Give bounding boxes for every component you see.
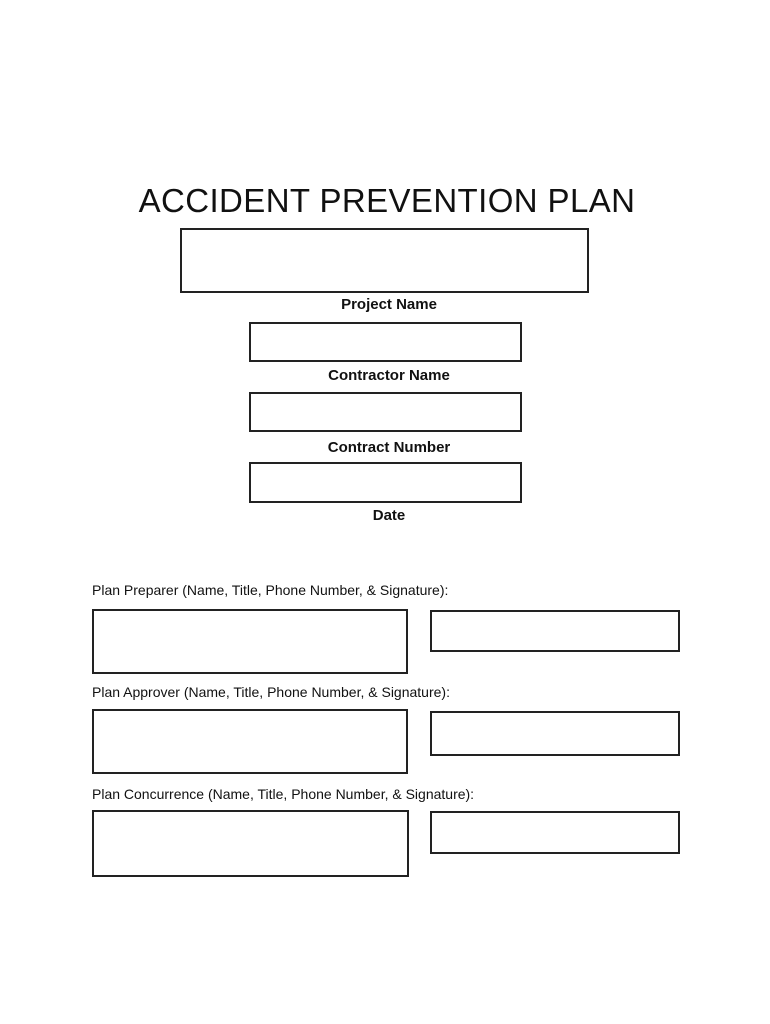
project-name-label: Project Name <box>341 296 437 313</box>
date-input[interactable] <box>249 462 522 503</box>
contract-number-input[interactable] <box>249 392 522 432</box>
plan-approver-signature-box[interactable] <box>430 711 680 756</box>
plan-concurrence-info-box[interactable] <box>92 810 409 877</box>
date-label: Date <box>372 507 406 524</box>
plan-approver-info-box[interactable] <box>92 709 408 774</box>
contractor-name-label: Contractor Name <box>328 367 450 384</box>
plan-preparer-label: Plan Preparer (Name, Title, Phone Number… <box>92 582 449 598</box>
project-name-input[interactable] <box>180 228 589 293</box>
plan-concurrence-label: Plan Concurrence (Name, Title, Phone Num… <box>92 786 475 802</box>
page-title: ACCIDENT PREVENTION PLAN <box>138 182 636 220</box>
plan-concurrence-signature-box[interactable] <box>430 811 680 854</box>
contract-number-label: Contract Number <box>327 439 451 456</box>
plan-preparer-signature-box[interactable] <box>430 610 680 652</box>
contractor-name-input[interactable] <box>249 322 522 362</box>
plan-approver-label: Plan Approver (Name, Title, Phone Number… <box>92 684 450 700</box>
plan-preparer-info-box[interactable] <box>92 609 408 674</box>
